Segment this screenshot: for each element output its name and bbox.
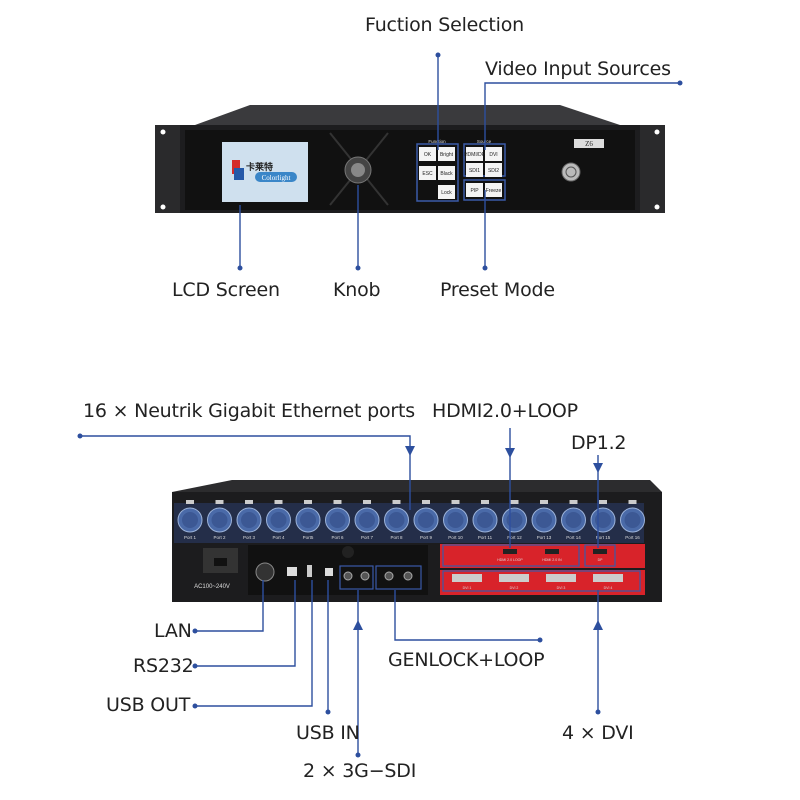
svg-text:DVI: DVI [489, 152, 497, 158]
svg-text:Z6: Z6 [585, 140, 593, 148]
ethernet-port[interactable]: Port 10 [443, 500, 468, 540]
svg-text:Black: Black [440, 171, 453, 177]
svg-text:OK: OK [424, 152, 432, 158]
svg-text:DP: DP [598, 558, 604, 562]
label-hdmi: HDMI2.0+LOOP [432, 400, 578, 422]
label-knob: Knob [333, 279, 381, 301]
ethernet-port[interactable]: Port 7 [354, 500, 380, 540]
ethernet-port[interactable]: Port 8 [384, 500, 409, 540]
button-pip[interactable]: PIP [466, 183, 483, 197]
button-freeze[interactable]: Freeze [485, 183, 502, 197]
label-usb-out: USB OUT [106, 694, 191, 716]
svg-text:DVI 4: DVI 4 [604, 586, 613, 590]
svg-text:AC100~240V: AC100~240V [194, 584, 230, 590]
svg-text:Port 12: Port 12 [507, 535, 522, 540]
svg-text:DVI 3: DVI 3 [557, 586, 566, 590]
ethernet-port[interactable]: Port 14 [561, 500, 586, 540]
svg-text:Lock: Lock [441, 190, 452, 196]
svg-text:Colorlight: Colorlight [262, 174, 291, 182]
svg-text:SDI2: SDI2 [488, 168, 499, 174]
svg-text:Port 11: Port 11 [478, 535, 493, 540]
ethernet-port[interactable]: Port 13 [531, 500, 557, 540]
svg-text:Source: Source [477, 139, 492, 144]
svg-text:Function: Function [428, 139, 446, 144]
svg-text:HDMI/DP: HDMI/DP [464, 152, 486, 158]
svg-text:Port5: Port5 [303, 535, 314, 540]
label-sdi: 2 × 3G−SDI [303, 760, 417, 782]
label-lcd-screen: LCD Screen [172, 279, 280, 301]
dvi-port[interactable]: DVI 2 [499, 574, 529, 590]
svg-text:Port 14: Port 14 [566, 535, 581, 540]
ethernet-port[interactable]: Port 2 [207, 500, 232, 540]
label-dvi: 4 × DVI [562, 722, 634, 744]
button-sdi2[interactable]: SDI2 [485, 163, 502, 177]
dvi-port[interactable]: DVI 4 [593, 574, 623, 590]
front-panel: 卡莱特 Colorlight Function Source OK BrightE… [155, 105, 665, 213]
lcd-screen: 卡莱特 Colorlight [222, 142, 308, 202]
button-esc[interactable]: ESC [419, 166, 436, 180]
svg-text:Freeze: Freeze [486, 188, 502, 194]
svg-text:Port 15: Port 15 [596, 535, 611, 540]
svg-text:Port 8: Port 8 [390, 535, 403, 540]
dvi-port[interactable]: DVI 3 [546, 574, 576, 590]
svg-text:Port 13: Port 13 [537, 535, 552, 540]
hdmi-dp-card [440, 544, 645, 568]
svg-text:Port 3: Port 3 [243, 535, 256, 540]
svg-text:HDMI 2.0 IN: HDMI 2.0 IN [542, 558, 562, 562]
label-rs232: RS232 [133, 655, 194, 677]
button-sdi1[interactable]: SDI1 [466, 163, 483, 177]
ethernet-port[interactable]: Port 16 [620, 500, 645, 540]
dvi-port[interactable]: DVI 1 [452, 574, 482, 590]
label-usb-in: USB IN [296, 722, 360, 744]
ethernet-port[interactable]: Port 15 [590, 500, 616, 540]
button-lock[interactable]: Lock [438, 185, 455, 199]
ethernet-port[interactable]: Port 3 [236, 500, 262, 540]
button-bright[interactable]: Bright [438, 147, 455, 161]
svg-text:PIP: PIP [470, 188, 479, 194]
leader-dots [77, 52, 683, 758]
label-dp: DP1.2 [571, 432, 627, 454]
ethernet-port[interactable]: Port 6 [325, 500, 350, 540]
button-hdmi-dp[interactable]: HDMI/DP [464, 147, 486, 161]
button-black[interactable]: Black [438, 166, 455, 180]
label-preset-mode: Preset Mode [440, 279, 555, 301]
svg-text:卡莱特: 卡莱特 [246, 161, 273, 173]
svg-text:Port 9: Port 9 [420, 535, 433, 540]
power-button[interactable] [561, 162, 581, 182]
label-function-selection: Fuction Selection [365, 14, 524, 36]
button-dvi[interactable]: DVI [485, 147, 502, 161]
svg-text:Port 10: Port 10 [448, 535, 463, 540]
svg-text:Port 4: Port 4 [272, 535, 285, 540]
svg-text:Port 2: Port 2 [213, 535, 226, 540]
svg-text:HDMI 2.0 LOOP: HDMI 2.0 LOOP [497, 558, 523, 562]
svg-text:Port 6: Port 6 [331, 535, 344, 540]
label-lan: LAN [154, 620, 192, 642]
svg-text:SDI1: SDI1 [469, 168, 480, 174]
svg-text:DVI 1: DVI 1 [463, 586, 472, 590]
svg-text:Port 1: Port 1 [184, 535, 197, 540]
label-ethernet: 16 × Neutrik Gigabit Ethernet ports [83, 400, 415, 422]
svg-text:Port 16: Port 16 [625, 535, 640, 540]
ethernet-port[interactable]: Port5 [295, 500, 321, 540]
ethernet-port[interactable]: Port 11 [472, 500, 498, 540]
ethernet-port[interactable]: Port 9 [413, 500, 439, 540]
button-ok[interactable]: OK [419, 147, 436, 161]
ethernet-port[interactable]: Port 4 [266, 500, 291, 540]
rear-panel: Port 1 Port 2 Port 3 Port 4 Port5 Port 6 Port … [172, 480, 662, 602]
svg-text:ESC: ESC [422, 171, 433, 177]
svg-text:Port 7: Port 7 [361, 535, 374, 540]
ethernet-port[interactable]: Port 1 [177, 500, 203, 540]
svg-text:Bright: Bright [440, 152, 454, 158]
svg-text:DVI 2: DVI 2 [510, 586, 519, 590]
label-genlock: GENLOCK+LOOP [388, 649, 545, 671]
label-video-input-sources: Video Input Sources [485, 58, 671, 80]
